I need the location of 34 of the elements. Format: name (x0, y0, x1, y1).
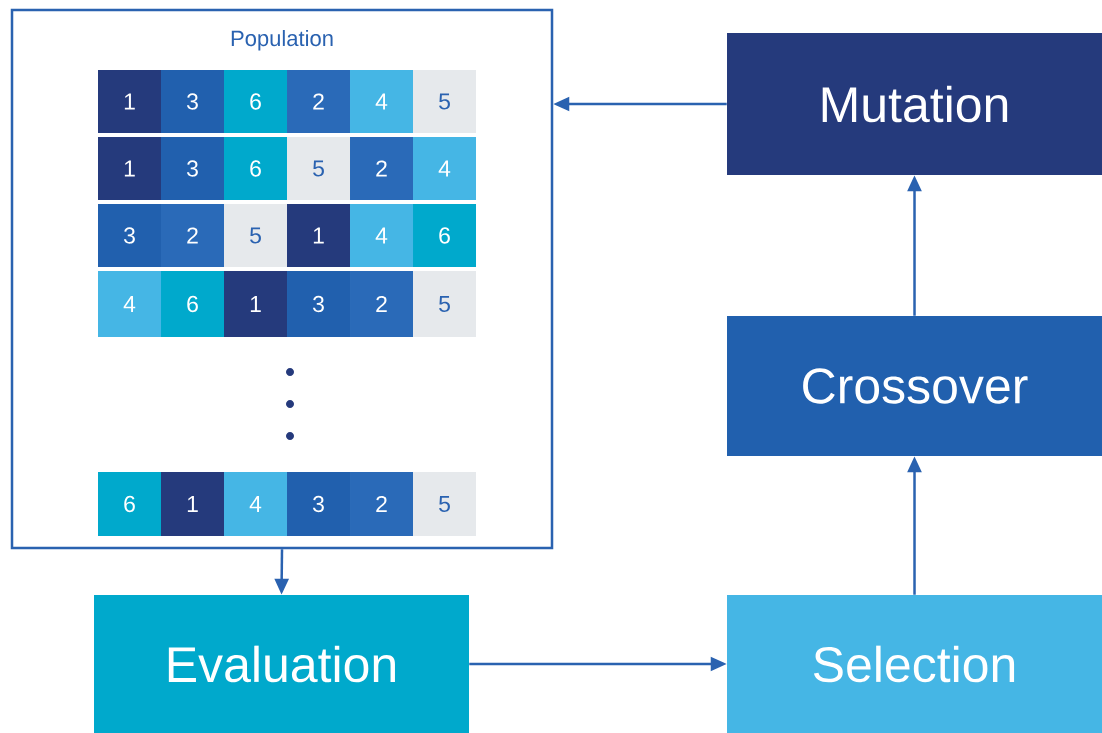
process-box: Crossover (727, 316, 1102, 456)
gene-tile: 4 (224, 472, 287, 536)
gene-tile: 6 (98, 472, 161, 536)
gene-tile: 2 (350, 137, 413, 200)
gene-tile: 5 (413, 472, 476, 536)
gene-tile: 5 (413, 70, 476, 133)
gene-tile: 5 (413, 271, 476, 337)
gene-tile: 3 (161, 70, 224, 133)
gene-tile: 4 (413, 137, 476, 200)
gene-tile: 1 (98, 137, 161, 200)
process-box: Evaluation (94, 595, 469, 733)
gene-tile: 1 (287, 204, 350, 267)
gene-tile: 6 (413, 204, 476, 267)
gene-tile: 2 (350, 472, 413, 536)
gene-tile: 2 (161, 204, 224, 267)
gene-tile: 5 (287, 137, 350, 200)
gene-tile: 6 (224, 137, 287, 200)
process-box: Selection (727, 595, 1102, 733)
gene-tile: 3 (98, 204, 161, 267)
process-box: Mutation (727, 33, 1102, 175)
gene-tile: 2 (350, 271, 413, 337)
gene-tile: 3 (287, 472, 350, 536)
gene-tile: 4 (98, 271, 161, 337)
gene-tile: 6 (224, 70, 287, 133)
gene-tile: 4 (350, 204, 413, 267)
gene-tile: 3 (161, 137, 224, 200)
gene-tile: 1 (98, 70, 161, 133)
gene-tile: 1 (224, 271, 287, 337)
gene-tile: 3 (287, 271, 350, 337)
gene-tile: 6 (161, 271, 224, 337)
gene-tile: 4 (350, 70, 413, 133)
gene-tile: 5 (224, 204, 287, 267)
gene-tile: 1 (161, 472, 224, 536)
gene-tile: 2 (287, 70, 350, 133)
